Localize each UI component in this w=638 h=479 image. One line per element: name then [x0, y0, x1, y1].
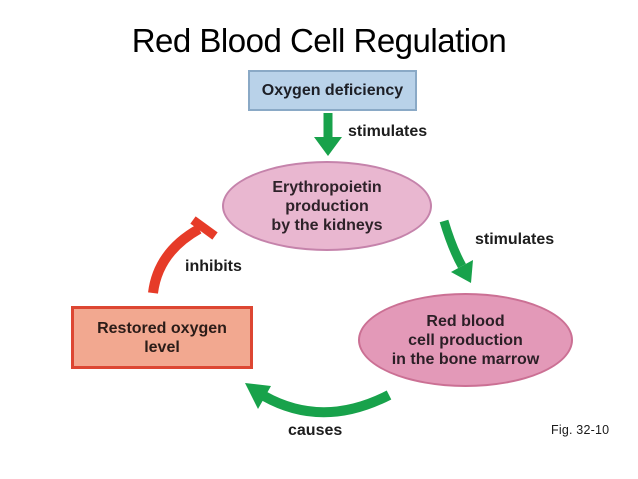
stimulates-down-arrow — [314, 113, 342, 156]
causes-arrow — [245, 383, 392, 418]
node-label-line: Red blood — [426, 312, 505, 330]
edge-label-stimulates-top: stimulates — [348, 123, 428, 140]
edge-label-inhibits: inhibits — [185, 258, 242, 275]
node-label-line: level — [144, 338, 180, 356]
inhibits-tbar-arrow — [148, 216, 218, 294]
page-title: Red Blood Cell Regulation — [131, 22, 507, 59]
node-red-blood-cell-production: Red blood cell production in the bone ma… — [358, 293, 573, 387]
node-label-line: Restored oxygen — [97, 319, 227, 337]
node-label-line: by the kidneys — [271, 216, 383, 234]
node-label: Oxygen deficiency — [261, 82, 404, 99]
node-label-line: production — [285, 197, 369, 215]
node-erythropoietin-production: Erythropoietin production by the kidneys — [222, 161, 432, 251]
node-oxygen-deficiency: Oxygen deficiency — [248, 70, 417, 111]
edge-label-stimulates-right: stimulates — [475, 231, 555, 248]
figure-caption: Fig. 32-10 — [551, 423, 610, 437]
node-label-line: Erythropoietin — [272, 178, 382, 196]
node-label-line: cell production — [408, 331, 523, 349]
node-label-line: in the bone marrow — [391, 350, 540, 368]
stimulates-right-arrow — [439, 219, 473, 283]
node-restored-oxygen-level: Restored oxygen level — [71, 306, 253, 369]
edge-label-causes: causes — [288, 422, 343, 439]
